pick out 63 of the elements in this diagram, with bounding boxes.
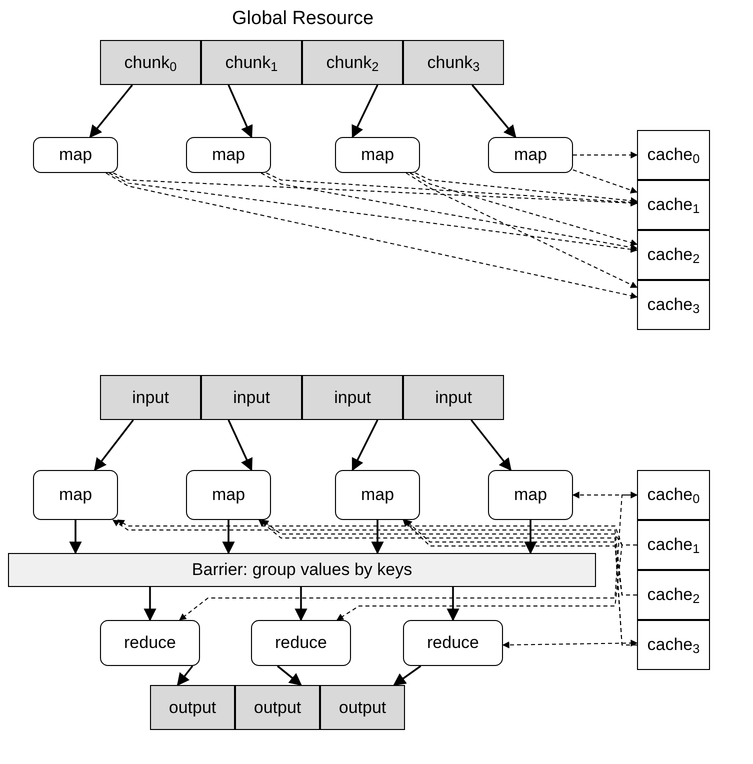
cache-slot: cache$_{1}$ bbox=[637, 180, 710, 230]
data-segment: output bbox=[320, 685, 405, 730]
dashed-arrow bbox=[108, 172, 638, 253]
arrow bbox=[524, 520, 537, 554]
arrow bbox=[470, 419, 512, 471]
cache-slot: cache$_{2}$ bbox=[637, 570, 710, 620]
dashed-arrow bbox=[406, 172, 638, 288]
arrow bbox=[69, 520, 82, 554]
arrow bbox=[446, 587, 460, 622]
dashed-arrow bbox=[266, 172, 638, 206]
data-segment: chunk$_{0}$ bbox=[100, 40, 201, 85]
process-box: reduce bbox=[100, 620, 200, 666]
dashed-arrow bbox=[260, 172, 638, 251]
cache-slot: cache$_{3}$ bbox=[637, 620, 710, 670]
barrier-bar: Barrier: group values by keys bbox=[8, 553, 596, 587]
dashed-arrow bbox=[105, 172, 638, 300]
dashed-arrow bbox=[572, 169, 638, 194]
cache-slot: cache$_{0}$ bbox=[637, 130, 710, 180]
dashed-arrow bbox=[572, 152, 638, 158]
arrow bbox=[144, 587, 156, 622]
data-segment: chunk$_{2}$ bbox=[302, 40, 403, 85]
cache-slot: cache$_{3}$ bbox=[637, 280, 710, 330]
process-box: map bbox=[335, 470, 420, 520]
arrow bbox=[352, 84, 378, 138]
arrow bbox=[393, 665, 422, 686]
section-heading: Global Resource bbox=[232, 7, 374, 31]
data-segment: output bbox=[150, 685, 235, 730]
arrow bbox=[371, 520, 384, 554]
dashed-arrow bbox=[414, 172, 638, 204]
cache-slot: cache$_{0}$ bbox=[637, 470, 710, 520]
arrow bbox=[228, 420, 252, 472]
dashed-arrow bbox=[410, 172, 638, 246]
arrow bbox=[294, 587, 308, 622]
dashed-arrow bbox=[402, 520, 638, 596]
dashed-arrow bbox=[502, 640, 638, 648]
process-box: map bbox=[33, 470, 118, 520]
process-box: map bbox=[186, 137, 271, 173]
data-segment: input bbox=[201, 375, 302, 420]
data-segment: chunk$_{1}$ bbox=[201, 40, 302, 85]
arrow bbox=[94, 419, 134, 471]
process-box: map bbox=[488, 470, 573, 520]
cache-slot: cache$_{2}$ bbox=[637, 230, 710, 280]
arrow bbox=[276, 665, 302, 686]
process-box: map bbox=[335, 137, 420, 173]
dashed-arrow bbox=[112, 172, 638, 207]
data-segment: input bbox=[302, 375, 403, 420]
process-box: map bbox=[33, 137, 118, 173]
arrow bbox=[352, 420, 378, 472]
arrow bbox=[222, 520, 235, 554]
arrow bbox=[228, 84, 253, 138]
cache-slot: cache$_{1}$ bbox=[637, 520, 710, 570]
arrow bbox=[89, 84, 133, 138]
process-box: reduce bbox=[403, 620, 503, 666]
data-segment: chunk$_{3}$ bbox=[403, 40, 504, 85]
data-segment: output bbox=[235, 685, 320, 730]
arrow bbox=[472, 84, 516, 138]
data-segment: input bbox=[100, 375, 201, 420]
dashed-arrow bbox=[572, 492, 638, 498]
arrow bbox=[176, 665, 194, 686]
process-box: reduce bbox=[251, 620, 351, 666]
process-box: map bbox=[186, 470, 271, 520]
data-segment: input bbox=[403, 375, 504, 420]
process-box: map bbox=[488, 137, 573, 173]
